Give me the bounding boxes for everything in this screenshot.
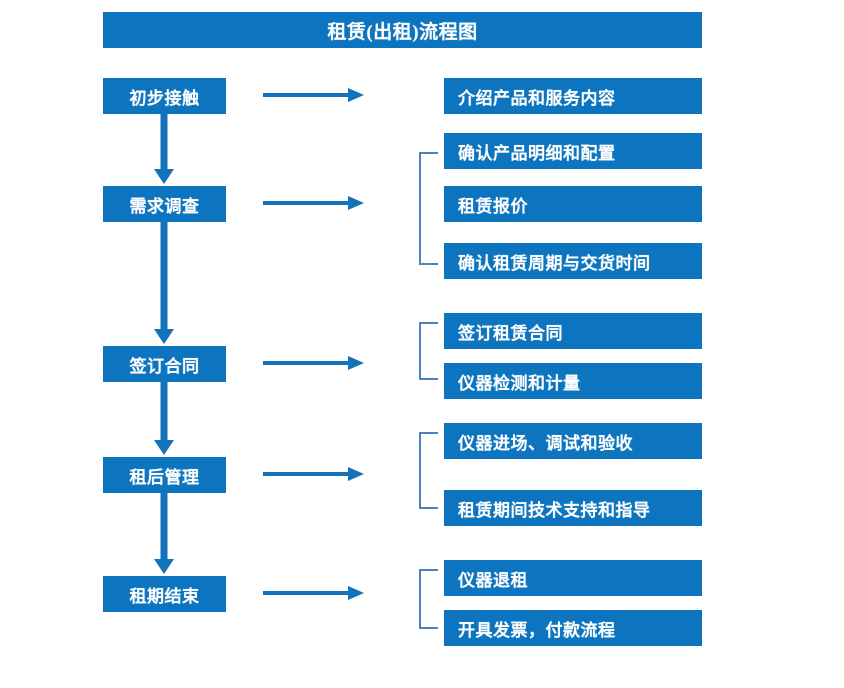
right-arrow-icon bbox=[263, 88, 364, 102]
stage-box-post-rental-management[interactable]: 租后管理 bbox=[103, 457, 226, 493]
detail-box-introduce-products[interactable]: 介绍产品和服务内容 bbox=[444, 78, 702, 114]
connector-survey-to-contract bbox=[154, 222, 174, 344]
stage-to-detail-arrow-2 bbox=[263, 196, 364, 210]
flowchart-title: 租赁(出租)流程图 bbox=[103, 12, 702, 48]
stage-to-detail-arrow-3 bbox=[263, 356, 364, 370]
detail-box-instrument-inspection[interactable]: 仪器检测和计量 bbox=[444, 363, 702, 399]
down-arrow-icon bbox=[154, 114, 174, 184]
right-arrow-icon bbox=[263, 196, 364, 210]
down-arrow-icon bbox=[154, 493, 174, 574]
connector-management-to-end bbox=[154, 493, 174, 574]
right-arrow-icon bbox=[263, 467, 364, 481]
bracket-management-group bbox=[419, 432, 438, 509]
detail-box-instrument-entry-acceptance[interactable]: 仪器进场、调试和验收 bbox=[444, 423, 702, 459]
bracket-contract-group bbox=[419, 322, 438, 380]
stage-to-detail-arrow-1 bbox=[263, 88, 364, 102]
bracket-end-group bbox=[419, 569, 438, 629]
stage-box-sign-contract[interactable]: 签订合同 bbox=[103, 346, 226, 382]
detail-box-technical-support[interactable]: 租赁期间技术支持和指导 bbox=[444, 490, 702, 526]
right-arrow-icon bbox=[263, 586, 364, 600]
detail-box-confirm-product-config[interactable]: 确认产品明细和配置 bbox=[444, 133, 702, 169]
stage-to-detail-arrow-5 bbox=[263, 586, 364, 600]
stage-box-demand-survey[interactable]: 需求调查 bbox=[103, 186, 226, 222]
detail-box-confirm-period-delivery[interactable]: 确认租赁周期与交货时间 bbox=[444, 243, 702, 279]
detail-box-instrument-return[interactable]: 仪器退租 bbox=[444, 560, 702, 596]
stage-box-rental-end[interactable]: 租期结束 bbox=[103, 576, 226, 612]
connector-contract-to-management bbox=[154, 382, 174, 455]
stage-to-detail-arrow-4 bbox=[263, 467, 364, 481]
connector-contact-to-survey bbox=[154, 114, 174, 184]
stage-box-initial-contact[interactable]: 初步接触 bbox=[103, 78, 226, 114]
down-arrow-icon bbox=[154, 382, 174, 455]
detail-box-invoice-payment[interactable]: 开具发票，付款流程 bbox=[444, 610, 702, 646]
detail-box-rental-quotation[interactable]: 租赁报价 bbox=[444, 186, 702, 222]
bracket-survey-group bbox=[419, 152, 438, 265]
right-arrow-icon bbox=[263, 356, 364, 370]
detail-box-sign-rental-contract[interactable]: 签订租赁合同 bbox=[444, 313, 702, 349]
down-arrow-icon bbox=[154, 222, 174, 344]
